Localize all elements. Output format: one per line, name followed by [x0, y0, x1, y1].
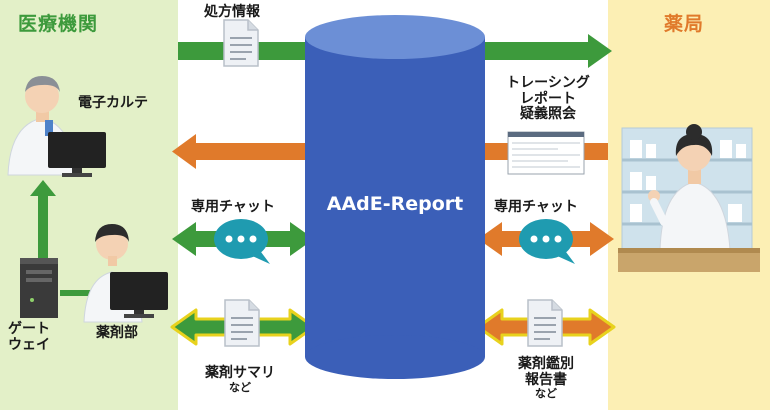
- gateway-label-line2: ウェイ: [8, 336, 50, 353]
- report-label-line1: 薬剤鑑別: [518, 356, 574, 372]
- aade-report-cylinder: [305, 15, 485, 379]
- chat-left-label: 専用チャット: [191, 199, 275, 215]
- document-icon: [223, 19, 259, 67]
- report-form-icon: [507, 131, 585, 175]
- gateway-connector: [60, 290, 104, 296]
- prescription-label: 処方情報: [204, 4, 260, 20]
- pharmacy-dept-label: 薬剤部: [96, 325, 138, 341]
- monitor-icon: [110, 272, 168, 318]
- hospital-region: [0, 0, 178, 410]
- summary-label-main: 薬剤サマリ: [205, 365, 275, 381]
- tracing-label-line1: トレーシング: [506, 75, 590, 91]
- tracing-label-line3: 疑義照会: [520, 106, 576, 123]
- hospital-title: 医療機関: [18, 13, 99, 35]
- gateway-label-line1: ゲート: [8, 321, 50, 337]
- chat-bubble-icon: [214, 219, 270, 264]
- monitor-icon: [48, 132, 106, 177]
- gateway-to-ehr-arrow: [30, 180, 56, 270]
- summary-label-etc: など: [229, 380, 251, 394]
- document-icon: [527, 299, 563, 347]
- pharmacy-title: 薬局: [664, 13, 705, 35]
- document-icon: [224, 299, 260, 347]
- pharmacy-counter-icon: [618, 248, 760, 272]
- report-label-line2: 報告書: [525, 371, 567, 388]
- summary-label: 薬剤サマリ など: [190, 365, 290, 394]
- server-icon: [20, 258, 58, 318]
- hub-label: AAdE-Report: [326, 193, 464, 215]
- gateway-label: ゲート ウェイ: [8, 321, 50, 353]
- tracing-label-line2: レポート: [520, 90, 576, 107]
- pharmacist-icon: [648, 124, 731, 251]
- report-label-etc: など: [535, 387, 557, 401]
- ehr-label: 電子カルテ: [78, 95, 148, 111]
- tracing-report-label: トレーシング レポート 疑義照会: [496, 75, 600, 123]
- report-label: 薬剤鑑別 報告書 など: [496, 356, 596, 401]
- chat-right-label: 専用チャット: [494, 199, 578, 215]
- chat-bubble-icon: [519, 219, 575, 264]
